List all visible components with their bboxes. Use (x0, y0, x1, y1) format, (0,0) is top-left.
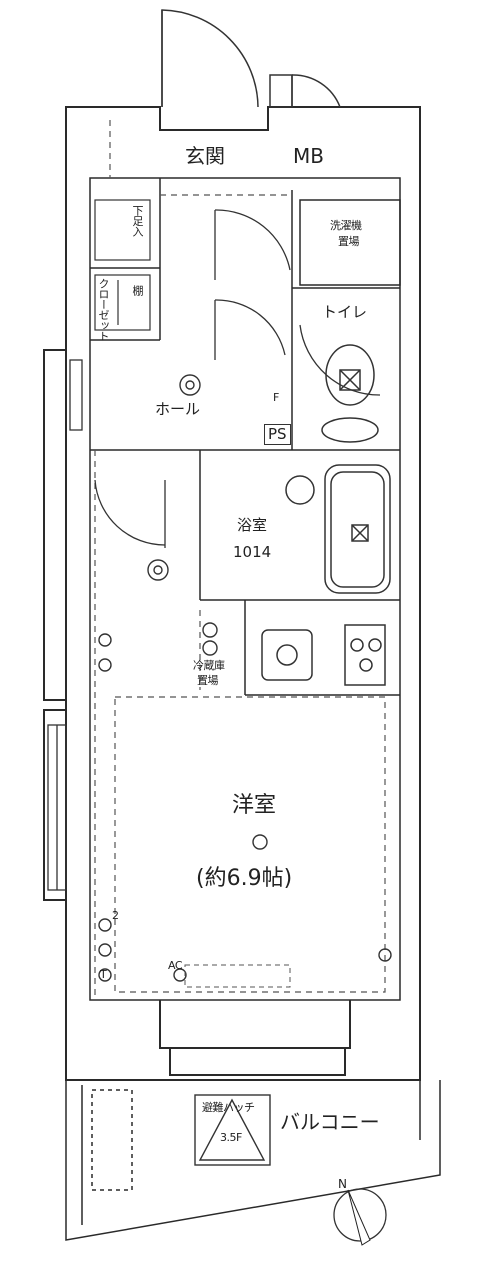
toilet-label: トイレ (322, 303, 368, 321)
western-room-label: 洋室 (232, 793, 277, 818)
hall-label: ホール (155, 400, 201, 418)
interior-walls (90, 178, 401, 696)
balcony-label: バルコニー (280, 1110, 380, 1134)
windows (47, 359, 83, 891)
fixtures-circles (98, 374, 392, 982)
western-room-size-label: (約6.9帖) (196, 866, 293, 891)
kitchen-fixtures (261, 624, 386, 686)
interior-doors (94, 209, 381, 548)
evacuation-hatch (194, 1094, 271, 1166)
bathtub (285, 464, 391, 594)
balcony (65, 1080, 441, 1241)
entrance-door (161, 9, 259, 108)
closet-label: クローゼット (97, 278, 110, 341)
fridge-label-1: 冷蔵庫 (193, 659, 225, 672)
ac-mark: AC (168, 959, 183, 972)
hatch-label-1: 避難ハッチ (202, 1101, 255, 1114)
fridge-label-2: 置場 (197, 674, 219, 687)
outlet-mark: 2 (112, 909, 119, 922)
laundry-label-2: 置場 (338, 235, 360, 248)
svg-text:N: N (338, 1177, 347, 1191)
shoe-box (94, 199, 151, 331)
tel-mark: T (100, 968, 107, 981)
pipe-space-label: PS (264, 424, 291, 445)
outer-walls (43, 106, 421, 1081)
toilet-fixture (321, 344, 379, 443)
ac-unit (184, 964, 291, 988)
mb-door (269, 74, 341, 108)
fan-mark: F (273, 391, 279, 404)
entrance-label: 玄関 (185, 144, 225, 168)
laundry-label-1: 洗濯機 (330, 219, 362, 232)
bath-label: 浴室 (237, 516, 268, 534)
meter-box-label: MB (293, 144, 324, 168)
shoe-box-label: 下足入 (131, 205, 144, 237)
bath-size-label: 1014 (233, 543, 272, 561)
hatch-label-2: 3.5F (220, 1131, 242, 1144)
dashed-lines (94, 120, 386, 1000)
compass-icon: N (333, 1177, 387, 1246)
shelf-label: 棚 (131, 285, 144, 296)
